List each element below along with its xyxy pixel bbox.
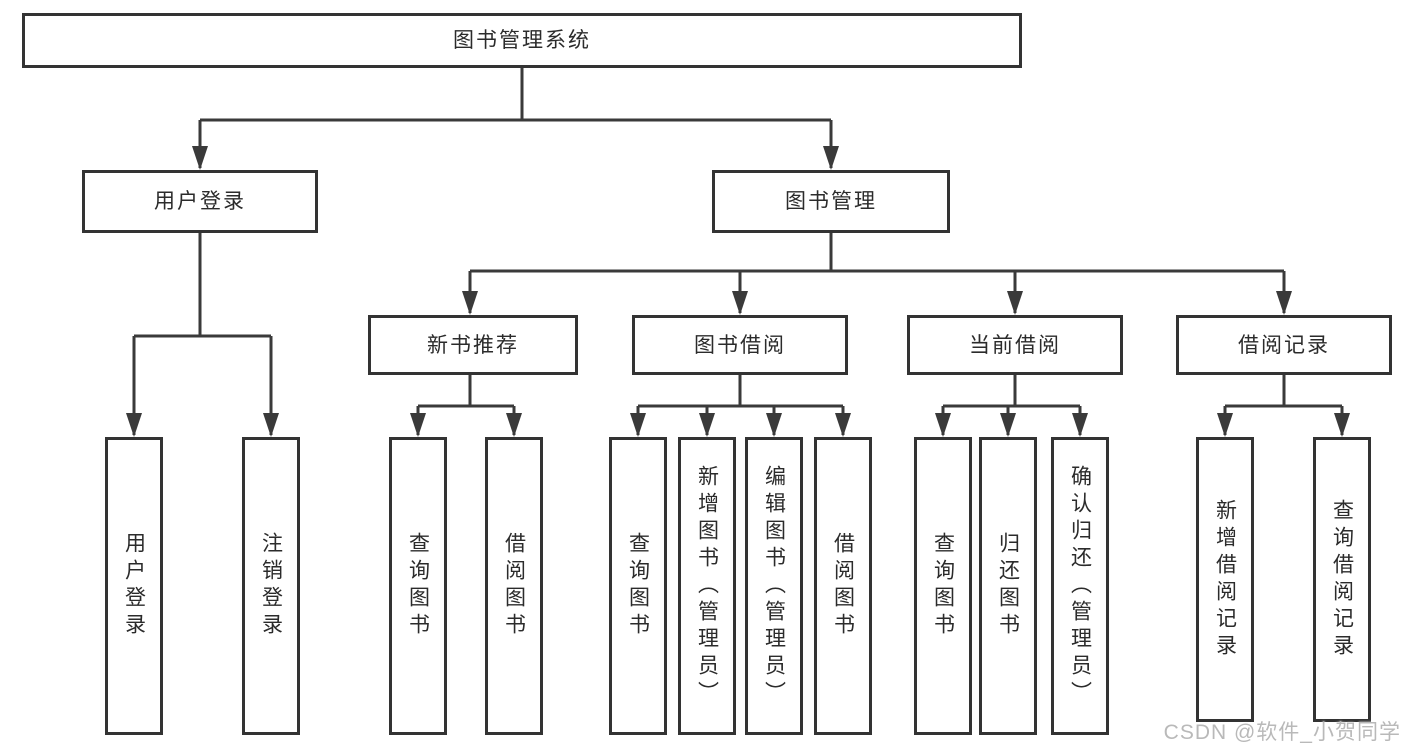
node-current-borrow: 当前借阅 [907,315,1123,375]
leaf-add-books-admin: 新增图书（管理员） [678,437,736,735]
node-book-borrow-label: 图书借阅 [694,333,786,357]
leaf-query-books-1-label: 查询图书 [406,532,430,640]
leaf-return-books-label: 归还图书 [996,532,1020,640]
leaf-borrow-books-2-label: 借阅图书 [831,532,855,640]
leaf-query-books-3-label: 查询图书 [931,532,955,640]
node-library-system: 图书管理系统 [22,13,1022,68]
leaf-add-borrow-record-label: 新增借阅记录 [1213,498,1237,661]
leaf-query-books-1: 查询图书 [389,437,447,735]
node-current-borrow-label: 当前借阅 [969,333,1061,357]
leaf-confirm-return-admin: 确认归还（管理员） [1051,437,1109,735]
leaf-edit-books-admin: 编辑图书（管理员） [745,437,803,735]
node-book-management-label: 图书管理 [785,190,877,213]
connector-userlogin-to-leaves [132,233,273,435]
leaf-query-borrow-record-label: 查询借阅记录 [1330,498,1354,661]
leaf-borrow-books-2: 借阅图书 [814,437,872,735]
leaf-query-books-3: 查询图书 [914,437,972,735]
leaf-add-borrow-record: 新增借阅记录 [1196,437,1254,722]
node-library-system-label: 图书管理系统 [453,29,591,52]
leaf-return-books: 归还图书 [979,437,1037,735]
leaf-query-borrow-record: 查询借阅记录 [1313,437,1371,722]
connector-borrow-to-leaves [636,375,845,435]
node-user-login-label: 用户登录 [154,190,246,213]
arrowheads [126,146,1350,437]
connector-bookmgmt-to-level3 [468,233,1286,313]
leaf-borrow-books-1: 借阅图书 [485,437,543,735]
connector-records-to-leaves [1223,375,1344,435]
node-new-book-recommend-label: 新书推荐 [427,333,519,357]
leaf-confirm-return-admin-label: 确认归还（管理员） [1068,464,1092,708]
leaf-query-books-2: 查询图书 [609,437,667,735]
connector-root-to-level2 [198,68,833,168]
leaf-logout: 注销登录 [242,437,300,735]
node-borrow-records: 借阅记录 [1176,315,1392,375]
node-borrow-records-label: 借阅记录 [1238,333,1330,357]
leaf-user-login: 用户登录 [105,437,163,735]
leaf-query-books-2-label: 查询图书 [626,532,650,640]
node-new-book-recommend: 新书推荐 [368,315,578,375]
connector-newbooks-to-leaves [416,375,516,435]
watermark: CSDN @软件_小贺同学 [1163,721,1401,744]
leaf-user-login-label: 用户登录 [122,532,146,640]
leaf-logout-label: 注销登录 [259,532,283,640]
node-book-borrow: 图书借阅 [632,315,848,375]
node-book-management: 图书管理 [712,170,950,233]
leaf-borrow-books-1-label: 借阅图书 [502,532,526,640]
leaf-edit-books-admin-label: 编辑图书（管理员） [762,464,786,708]
node-user-login: 用户登录 [82,170,318,233]
leaf-add-books-admin-label: 新增图书（管理员） [695,464,719,708]
